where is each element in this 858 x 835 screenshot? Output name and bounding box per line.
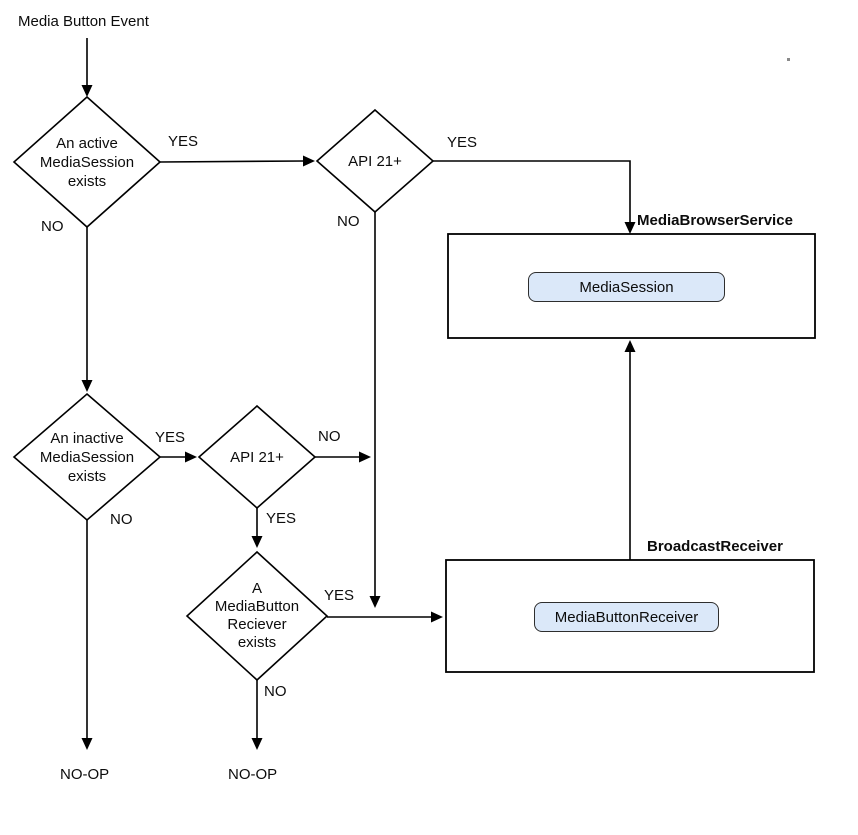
media-session-pill: MediaSession bbox=[528, 272, 725, 302]
diamond-active-session bbox=[12, 95, 162, 229]
arrowhead-down-icon bbox=[81, 738, 93, 750]
edge-label-inactive-no: NO bbox=[110, 511, 133, 528]
noop-left-label: NO-OP bbox=[60, 766, 110, 783]
diamond-api21-top bbox=[315, 108, 435, 214]
edge-label-inactive-yes: YES bbox=[155, 429, 186, 446]
diamond-inactive-session-label: An inactive MediaSession exists bbox=[39, 429, 135, 485]
diamond-api21-mid-label: API 21+ bbox=[230, 448, 284, 466]
edge-label-api21top-no: NO bbox=[337, 213, 360, 230]
edge-label-mbr-no: NO bbox=[264, 683, 287, 700]
arrowhead-right-icon bbox=[185, 451, 197, 463]
edge-label-mbr-yes: YES bbox=[324, 587, 355, 604]
arrowhead-up-icon bbox=[624, 340, 636, 352]
arrowhead-right-icon bbox=[359, 451, 371, 463]
edge-label-api21mid-no: NO bbox=[318, 428, 341, 445]
edge-label-active-yes: YES bbox=[168, 133, 199, 150]
edge-label-active-no: NO bbox=[41, 218, 64, 235]
arrowhead-down-icon bbox=[81, 380, 93, 392]
stray-mark bbox=[787, 58, 790, 61]
diamond-mbr-exists bbox=[185, 550, 329, 682]
diamond-mbr-exists-label: A MediaButton Reciever exists bbox=[214, 580, 300, 651]
broadcast-receiver-title: BroadcastReceiver bbox=[647, 538, 783, 555]
arrowhead-down-icon bbox=[251, 536, 263, 548]
arrowhead-right-icon bbox=[431, 611, 443, 623]
edge-api21top-yes bbox=[433, 160, 631, 223]
media-button-receiver-pill: MediaButtonReceiver bbox=[534, 602, 719, 632]
edge-active-yes bbox=[159, 160, 305, 163]
arrowhead-down-icon bbox=[624, 222, 636, 234]
arrowhead-down-icon bbox=[251, 738, 263, 750]
media-browser-service-title: MediaBrowserService bbox=[637, 212, 793, 229]
arrowhead-down-icon bbox=[81, 85, 93, 97]
diamond-inactive-session bbox=[12, 392, 162, 522]
diamond-api21-top-label: API 21+ bbox=[348, 152, 402, 170]
arrowhead-down-icon bbox=[369, 596, 381, 608]
start-label: Media Button Event bbox=[18, 13, 149, 30]
noop-mid-label: NO-OP bbox=[228, 766, 278, 783]
arrowhead-right-icon bbox=[303, 155, 315, 167]
edge-label-api21mid-yes: YES bbox=[266, 510, 297, 527]
edge-label-api21top-yes: YES bbox=[447, 134, 478, 151]
diamond-api21-mid bbox=[197, 404, 317, 510]
diamond-active-session-label: An active MediaSession exists bbox=[39, 134, 135, 190]
